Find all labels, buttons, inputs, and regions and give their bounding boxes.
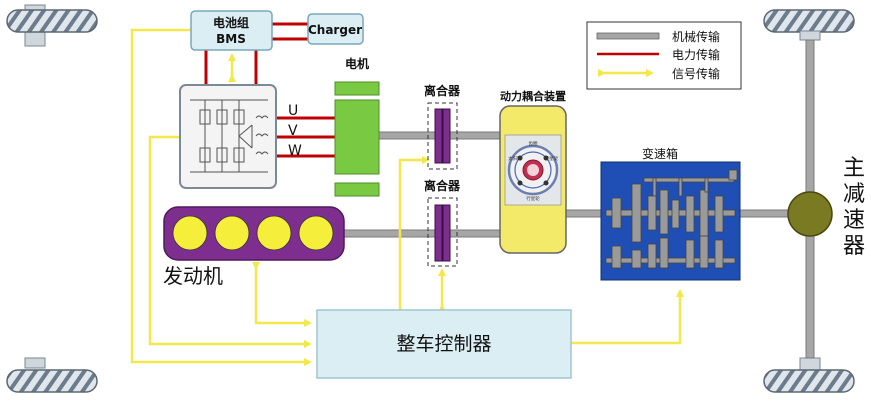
inverter-circuit (190, 99, 269, 173)
charger-box: Charger (307, 13, 364, 45)
final-drive: 主 减 速 器 (787, 156, 865, 259)
cylinder-3 (256, 215, 292, 251)
final-drive-char-1: 主 (843, 156, 865, 181)
wheel-front-left (6, 4, 98, 47)
coupling-label: 动力耦合装置 (500, 89, 566, 103)
legend: 机械传输 电力传输 信号传输 (586, 21, 742, 90)
clutch-bottom-label: 离合器 (424, 178, 461, 193)
legend-mechanical-label: 机械传输 (672, 29, 720, 44)
legend-mechanical-swatch (596, 32, 660, 40)
vehicle-controller: 整车控制器 (316, 309, 572, 379)
vcu-label: 整车控制器 (396, 333, 491, 355)
battery-label: 电池组 (213, 15, 249, 30)
gearbox-label: 变速箱 (642, 146, 678, 161)
wheel-front-right (763, 9, 855, 41)
legend-electrical-label: 电力传输 (672, 47, 720, 62)
final-drive-char-3: 速 (843, 208, 865, 233)
cylinder-4 (298, 215, 334, 251)
planet-gear-label: 行星轮 (526, 195, 540, 202)
wheel-rear-right (763, 357, 855, 393)
motor-label: 电机 (345, 56, 369, 71)
cylinder-2 (214, 215, 250, 251)
charger-label: Charger (308, 23, 362, 37)
gearbox: 变速箱 (600, 146, 741, 281)
power-coupling-device: 动力耦合装置 齿圈 太阳轮 行星架 行星轮 (499, 89, 567, 254)
phase-u-label: U (288, 103, 298, 119)
phase-v-label: V (288, 123, 298, 139)
final-drive-char-4: 器 (843, 234, 865, 259)
clutch-top: 离合器 (424, 83, 461, 170)
ring-gear-label: 齿圈 (529, 141, 538, 147)
clutch-top-label: 离合器 (424, 83, 461, 98)
bms-label: BMS (216, 32, 246, 46)
gearbox-internals (605, 169, 738, 269)
engine-label: 发动机 (163, 264, 223, 288)
carrier-label: 行星架 (545, 155, 559, 162)
signal-lines (130, 26, 684, 366)
legend-signal-label: 信号传输 (672, 66, 720, 81)
wheel-rear-left (6, 357, 98, 393)
inverter-box: U V W (179, 84, 302, 189)
clutch-bottom: 离合器 (424, 178, 461, 267)
engine: 发动机 (163, 206, 345, 288)
cylinder-1 (172, 215, 208, 251)
battery-bms-box: 电池组 BMS (190, 10, 273, 51)
motor: 电机 (334, 56, 380, 197)
final-drive-char-2: 减 (843, 182, 865, 207)
phase-w-label: W (288, 143, 302, 159)
sun-gear-label: 太阳轮 (508, 155, 522, 162)
